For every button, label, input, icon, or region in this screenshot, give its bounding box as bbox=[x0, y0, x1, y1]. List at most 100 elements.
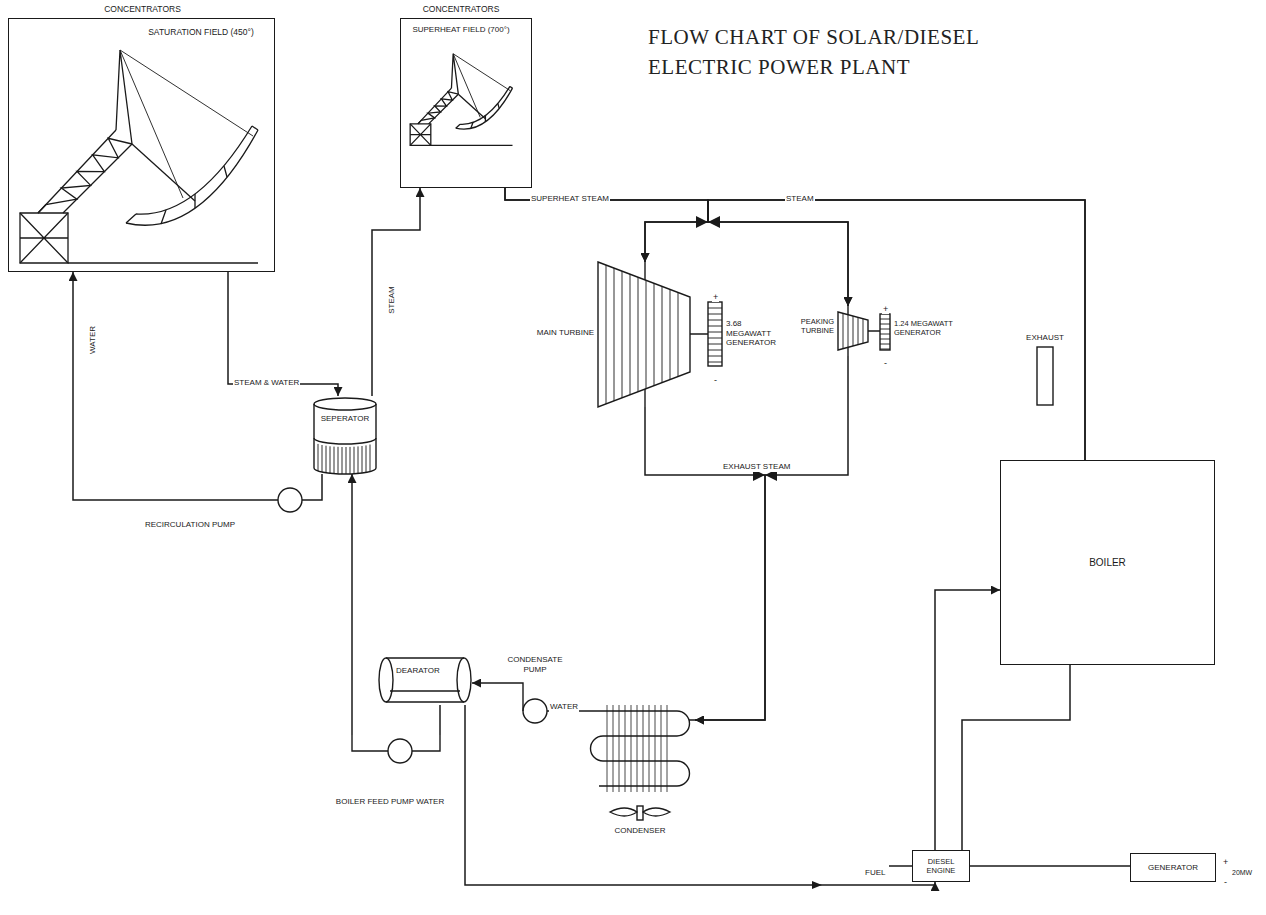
node-label: MAIN TURBINE bbox=[532, 328, 594, 338]
text-holder: FLOW CHART OF SOLAR/DIESEL ELECTRIC POWE… bbox=[648, 22, 1048, 82]
diagram-title: FLOW CHART OF SOLAR/DIESEL ELECTRIC POWE… bbox=[648, 22, 1048, 82]
pump-symbol-part bbox=[352, 735, 440, 751]
deaerator-tank: DEARATOR bbox=[378, 655, 472, 705]
node-label: CONDENSATE PUMP bbox=[505, 655, 565, 674]
pump-symbol-part bbox=[523, 699, 547, 723]
turbine-symbol: MAIN TURBINE bbox=[598, 262, 690, 407]
node-label: 1.24 MEGAWATT GENERATOR bbox=[894, 319, 966, 337]
text-holder: 20MW bbox=[1231, 861, 1253, 879]
node-label: BOILER bbox=[1089, 557, 1126, 569]
annotation: + bbox=[1222, 857, 1229, 867]
pipe-connector bbox=[310, 474, 322, 500]
pipe-connector bbox=[228, 272, 338, 396]
node-label: SEPERATOR bbox=[312, 414, 378, 424]
edge-label: EXHAUST STEAM bbox=[722, 462, 791, 472]
turbine-symbol: PEAKING TURBINE bbox=[838, 306, 868, 356]
generator-symbol-part bbox=[708, 302, 722, 366]
boiler-box: BOILER bbox=[1000, 460, 1215, 665]
generator-symbol: 1.24 MEGAWATT GENERATOR bbox=[880, 312, 966, 352]
exhaust-stack-outline bbox=[1020, 333, 1070, 405]
text-holder: STEAM & WATER bbox=[233, 371, 300, 389]
pump-symbol-part bbox=[388, 739, 412, 763]
turbine-symbol-part bbox=[598, 262, 690, 407]
deaerator-tank-part bbox=[386, 658, 464, 702]
fuel-line bbox=[889, 865, 912, 867]
pipe-connector bbox=[439, 705, 441, 735]
pipe-connector bbox=[73, 272, 125, 500]
edge-label: STEAM bbox=[785, 194, 815, 204]
annotation: + bbox=[882, 304, 889, 314]
generator-symbol: 3.68 MEGAWATT GENERATOR bbox=[708, 300, 782, 368]
text-holder: + bbox=[712, 286, 719, 304]
text-holder: FUEL bbox=[864, 861, 886, 879]
node-label: CONCENTRATORS bbox=[9, 4, 276, 14]
node-label: PEAKING TURBINE bbox=[780, 317, 834, 335]
condenser-coil-outline bbox=[585, 700, 695, 840]
pipe-connector bbox=[695, 356, 848, 720]
exhaust-stack-part bbox=[1037, 347, 1053, 405]
text-holder: - bbox=[883, 352, 888, 370]
turbine-symbol-part bbox=[847, 306, 848, 356]
condenser-coil: CONDENSER bbox=[585, 700, 695, 840]
turbine-symbol-part bbox=[843, 313, 863, 348]
text-holder: STEAM bbox=[785, 187, 815, 205]
condenser-coil-part bbox=[607, 705, 667, 792]
separator-tank-part bbox=[318, 444, 370, 474]
generator-box: GENERATOR bbox=[1130, 853, 1216, 882]
text-holder: DIESEL ENGINE bbox=[913, 851, 969, 881]
pump-symbol: RECIRCULATION PUMP bbox=[125, 484, 310, 536]
node-label: RECIRCULATION PUMP bbox=[125, 520, 255, 530]
pipe-connector bbox=[372, 188, 420, 396]
edge-label: STEAM & WATER bbox=[233, 378, 300, 388]
condenser-coil-part bbox=[585, 711, 695, 786]
annotation: - bbox=[1223, 877, 1228, 887]
separator-tank-outline bbox=[312, 396, 378, 474]
separator-tank: SEPERATOR bbox=[312, 396, 378, 474]
pipe-connector bbox=[465, 705, 935, 885]
pipe-connector bbox=[970, 865, 1130, 867]
pipe-connector bbox=[868, 330, 880, 332]
pipe-connector bbox=[505, 188, 708, 262]
deaerator-tank-part bbox=[379, 658, 393, 702]
text-holder: EXHAUST STEAM bbox=[722, 455, 791, 473]
separator-tank-part bbox=[314, 398, 376, 410]
text-holder: SEPERATOR bbox=[312, 414, 378, 424]
deaerator-tank-part bbox=[457, 658, 471, 702]
annotation: - bbox=[883, 358, 888, 368]
diesel-engine-box: DIESEL ENGINE bbox=[912, 850, 970, 882]
edge-label: WATER bbox=[88, 325, 98, 355]
text-holder: GENERATOR bbox=[1131, 854, 1215, 881]
pump-symbol-part bbox=[125, 499, 310, 500]
text-holder: + bbox=[1222, 851, 1229, 869]
node-label: 3.68 MEGAWATT GENERATOR bbox=[726, 319, 782, 348]
text-holder: SUPERHEAT STEAM bbox=[530, 187, 610, 205]
text-holder: + bbox=[882, 298, 889, 316]
text-holder: CONCENTRATORS bbox=[9, 4, 276, 14]
pipe-connector bbox=[472, 682, 495, 684]
text-holder: CONCENTRATORS bbox=[401, 4, 521, 14]
edge-label: STEAM bbox=[387, 285, 397, 315]
node-label: EXHAUST bbox=[1020, 333, 1070, 343]
annotation: + bbox=[712, 292, 719, 302]
turbine-symbol-part bbox=[644, 262, 645, 407]
text-holder: CONDENSATE PUMP bbox=[505, 655, 565, 674]
generator-symbol-part bbox=[880, 319, 890, 349]
turbine-symbol-outline bbox=[838, 306, 868, 356]
node-label: DEARATOR bbox=[396, 666, 456, 676]
text-holder: STEAM bbox=[380, 282, 390, 318]
annotation: FUEL bbox=[864, 868, 886, 878]
condenser-coil-part bbox=[637, 806, 643, 820]
text-holder: DEARATOR bbox=[396, 666, 456, 676]
generator-symbol-part bbox=[880, 314, 890, 350]
separator-tank-part bbox=[314, 438, 376, 444]
edge-label: SUPERHEAT STEAM bbox=[530, 194, 610, 204]
node-label: SUPERHEAT FIELD (700°) bbox=[401, 25, 521, 35]
collector-field-box: CONCENTRATORSSUPERHEAT FIELD (700°) bbox=[400, 18, 532, 188]
pipe-connector bbox=[645, 407, 765, 720]
text-holder: EXHAUST bbox=[1020, 333, 1070, 343]
